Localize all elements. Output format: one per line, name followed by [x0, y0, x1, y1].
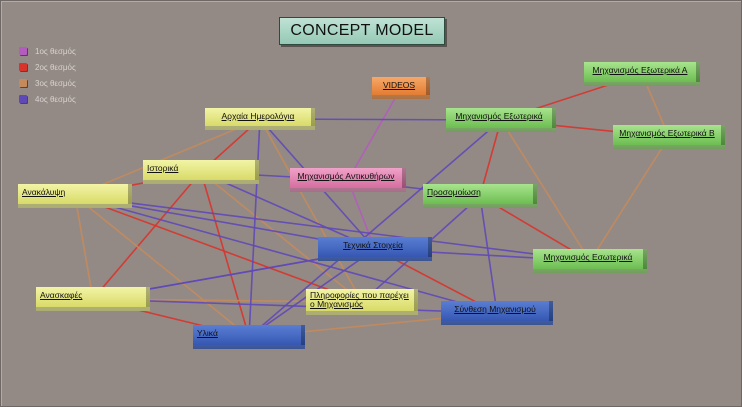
connection-anaskafes-synthesi: [92, 298, 498, 314]
connection-mech_ext-ylika: [248, 119, 502, 338]
connection-anakalypsi-anaskafes: [74, 195, 94, 300]
node-videos[interactable]: VIDEOS: [372, 77, 430, 99]
node-technical-data[interactable]: Τεχνικά Στοιχεία: [318, 237, 432, 261]
connection-anakalypsi-ylika: [74, 195, 250, 338]
legend-swatch-level-3: [19, 79, 27, 87]
connection-archaia-anakalypsi: [74, 118, 261, 197]
connection-istorika-anaskafes: [92, 171, 202, 300]
node-mechanism-exterior[interactable]: Μηχανισμός Εξωτερικά: [446, 108, 556, 132]
connection-anakalypsi-mech_eso: [74, 195, 591, 262]
legend-item-level-3: 3ος θεσμός: [19, 75, 76, 91]
connection-mech_ext-prosomoiosi: [479, 119, 502, 197]
legend-label-level-2: 2ος θεσμός: [35, 62, 76, 72]
node-mechanism-exterior-a[interactable]: Μηχανισμός Εξωτερικά Α: [584, 62, 700, 86]
legend-item-level-1: 1ος θεσμός: [19, 43, 76, 59]
node-discovery[interactable]: Ανακάλυψη: [18, 184, 132, 208]
node-mechanism-interior[interactable]: Μηχανισμός Εσωτερικά: [533, 249, 647, 273]
connection-istorika-plirofories: [200, 171, 363, 303]
legend-swatch-level-1: [19, 47, 27, 55]
legend-label-level-1: 1ος θεσμός: [35, 46, 76, 56]
node-historical[interactable]: Ιστορικά: [143, 160, 259, 184]
node-information-provided[interactable]: Πληροφορίες που παρέχει ο Μηχανισμός: [306, 289, 418, 315]
node-mechanism-composition[interactable]: Σύνθεση Μηχανισμού: [441, 301, 553, 325]
node-excavations[interactable]: Ανασκαφές: [36, 287, 150, 311]
legend-swatch-level-4: [19, 95, 27, 103]
connection-anakalypsi-synthesi: [74, 195, 498, 314]
connection-mech_ext_b-mech_eso: [589, 136, 670, 262]
connection-prosomoiosi-synthesi: [479, 195, 498, 314]
node-antikythera-mechanism[interactable]: Μηχανισμός Αντικυθήρων: [290, 168, 406, 192]
legend-item-level-2: 2ος θεσμός: [19, 59, 76, 75]
connection-anakalypsi-plirofories: [74, 195, 363, 303]
node-simulation[interactable]: Προσομοίωση: [423, 184, 537, 208]
connection-istorika-ylika: [200, 171, 250, 338]
diagram-title: CONCEPT MODEL: [279, 17, 445, 45]
legend-label-level-3: 3ος θεσμός: [35, 78, 76, 88]
node-ancient-calendars[interactable]: Αρχαία Ημερολόγια: [205, 108, 315, 130]
connection-istorika-technika: [200, 171, 376, 250]
legend-label-level-4: 4ος θεσμός: [35, 94, 76, 104]
connection-videos-antikythera: [347, 87, 402, 181]
legend: 1ος θεσμός 2ος θεσμός 3ος θεσμός 4ος θεσ…: [19, 43, 76, 107]
connection-mech_ext-mech_eso: [500, 119, 591, 262]
node-materials[interactable]: Υλικά: [193, 325, 305, 349]
legend-swatch-level-2: [19, 63, 27, 71]
legend-item-level-4: 4ος θεσμός: [19, 91, 76, 107]
node-mechanism-exterior-b[interactable]: Μηχανισμός Εξωτερικά Β: [613, 125, 725, 149]
connection-archaia-plirofories: [259, 118, 363, 303]
